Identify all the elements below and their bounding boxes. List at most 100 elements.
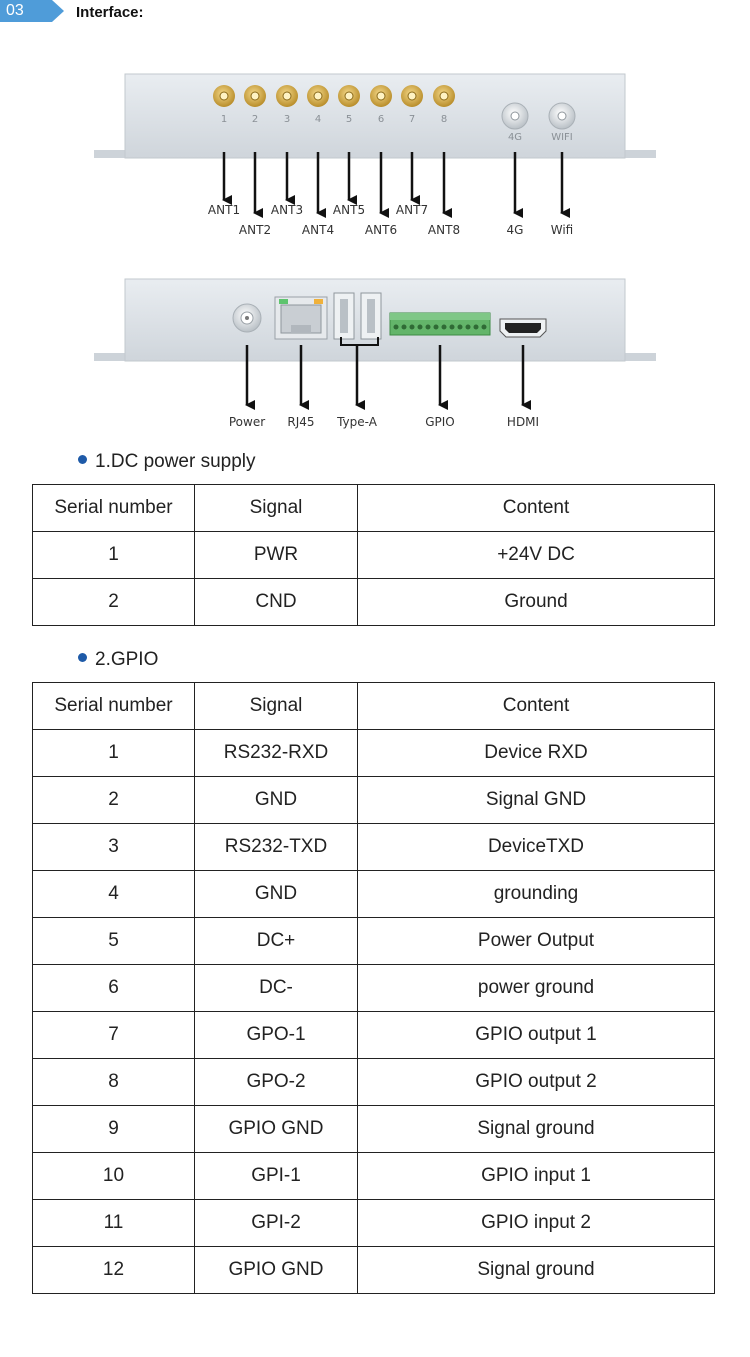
callout-wifi: Wifi bbox=[551, 223, 574, 237]
table-cell: GPI-1 bbox=[194, 1152, 358, 1200]
usb-type-a-ports bbox=[333, 292, 382, 340]
callout-ant2: ANT2 bbox=[239, 223, 271, 237]
table-cell: GPIO output 2 bbox=[357, 1058, 715, 1106]
table-cell: CND bbox=[194, 578, 358, 626]
callout-ant8: ANT8 bbox=[428, 223, 460, 237]
table-cell: 7 bbox=[32, 1011, 195, 1059]
header-cell: Content bbox=[357, 484, 715, 532]
callout-power: Power bbox=[229, 415, 265, 429]
callout-4g: 4G bbox=[507, 223, 524, 237]
table-cell: RS232-TXD bbox=[194, 823, 358, 871]
table-row: 1 PWR +24V DC bbox=[32, 531, 715, 579]
4g-connector bbox=[501, 102, 529, 130]
callout-ant7: ANT7 bbox=[396, 203, 428, 217]
table-cell: 1 bbox=[32, 729, 195, 777]
table-cell: 9 bbox=[32, 1105, 195, 1153]
rear-callout-arrows bbox=[245, 337, 531, 410]
table-cell: power ground bbox=[357, 964, 715, 1012]
port-number-2: 2 bbox=[252, 114, 258, 125]
table-cell: DC+ bbox=[194, 917, 358, 965]
callout-ant3: ANT3 bbox=[271, 203, 303, 217]
port-number-8: 8 bbox=[441, 114, 447, 125]
callout-ant4: ANT4 bbox=[302, 223, 334, 237]
hdmi-port bbox=[499, 318, 547, 338]
table-cell: 6 bbox=[32, 964, 195, 1012]
table-cell: Signal ground bbox=[357, 1246, 715, 1294]
header-cell: Signal bbox=[194, 484, 358, 532]
callout-hdmi: HDMI bbox=[507, 415, 539, 429]
port-label-4g: 4G bbox=[508, 132, 522, 143]
table-cell: 1 bbox=[32, 531, 195, 579]
table-cell: Signal ground bbox=[357, 1105, 715, 1153]
port-number-4: 4 bbox=[315, 114, 321, 125]
section-title: Interface: bbox=[76, 4, 144, 21]
table-cell: 2 bbox=[32, 776, 195, 824]
table-cell: +24V DC bbox=[357, 531, 715, 579]
table-cell: 3 bbox=[32, 823, 195, 871]
table-cell: GPIO input 2 bbox=[357, 1199, 715, 1247]
ant-connector-8 bbox=[433, 85, 455, 107]
ant-connector-1 bbox=[213, 85, 235, 107]
port-number-5: 5 bbox=[346, 114, 352, 125]
table-cell: Device RXD bbox=[357, 729, 715, 777]
table-cell: GPI-2 bbox=[194, 1199, 358, 1247]
rear-panel-diagram: Power RJ45 Type-A GPIO HDMI bbox=[94, 278, 656, 429]
callout-ant6: ANT6 bbox=[365, 223, 397, 237]
bullet-dot bbox=[78, 455, 87, 465]
gpio-heading-text: 2.GPIO bbox=[95, 649, 159, 670]
table-row: 2 CND Ground bbox=[32, 578, 715, 626]
table-cell: 11 bbox=[32, 1199, 195, 1247]
bullet-dot bbox=[78, 653, 87, 663]
ant-connector-6 bbox=[370, 85, 392, 107]
antenna-connectors bbox=[213, 85, 455, 107]
table-cell: 12 bbox=[32, 1246, 195, 1294]
header-cell: Serial number bbox=[32, 682, 195, 730]
header-cell: Serial number bbox=[32, 484, 195, 532]
port-number-1: 1 bbox=[221, 114, 227, 125]
gpio-terminal-block bbox=[389, 312, 491, 336]
table-cell: grounding bbox=[357, 870, 715, 918]
table-cell: DeviceTXD bbox=[357, 823, 715, 871]
rj45-port bbox=[274, 296, 328, 340]
callout-type-a: Type-A bbox=[336, 415, 378, 429]
port-label-wifi: WIFI bbox=[551, 132, 573, 143]
table-cell: GPIO output 1 bbox=[357, 1011, 715, 1059]
wifi-connector bbox=[548, 102, 576, 130]
ant-connector-7 bbox=[401, 85, 423, 107]
table-cell: PWR bbox=[194, 531, 358, 579]
section-tab-shape bbox=[0, 0, 64, 22]
dc-power-table: Serial number Signal Content 1 PWR +24V … bbox=[32, 484, 715, 626]
table-cell: RS232-RXD bbox=[194, 729, 358, 777]
table-cell: 10 bbox=[32, 1152, 195, 1200]
ant-connector-2 bbox=[244, 85, 266, 107]
table-cell: GPIO input 1 bbox=[357, 1152, 715, 1200]
table-cell: Power Output bbox=[357, 917, 715, 965]
table-cell: GPIO GND bbox=[194, 1105, 358, 1153]
section-number: 03 bbox=[6, 2, 24, 19]
table-cell: DC- bbox=[194, 964, 358, 1012]
table-cell: GPIO GND bbox=[194, 1246, 358, 1294]
table-cell: 4 bbox=[32, 870, 195, 918]
power-jack bbox=[232, 303, 262, 333]
header-cell: Content bbox=[357, 682, 715, 730]
front-callout-arrows bbox=[222, 152, 570, 218]
table-cell: GPO-1 bbox=[194, 1011, 358, 1059]
port-number-6: 6 bbox=[378, 114, 384, 125]
front-panel-diagram: 1 2 3 4 5 6 7 8 4G WIFI ANT1 ANT3 ANT5 A… bbox=[94, 73, 656, 237]
ant-connector-5 bbox=[338, 85, 360, 107]
table-cell: GPO-2 bbox=[194, 1058, 358, 1106]
callout-gpio: GPIO bbox=[425, 415, 455, 429]
table-header-row: Serial number Signal Content bbox=[32, 682, 715, 730]
